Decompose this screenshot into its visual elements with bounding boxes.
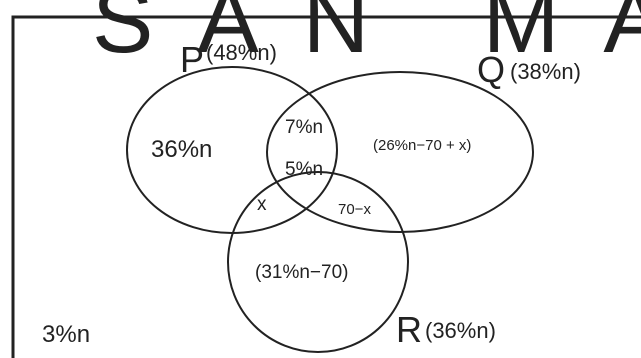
region-outside: 3%n [42, 321, 90, 348]
set-r-label: R (36%n) [396, 309, 496, 350]
region-r-only: (31%n−70) [255, 262, 348, 283]
universal-set-frame [11, 15, 641, 358]
region-pqr: 5%n [285, 159, 323, 180]
set-p-letter: P [180, 39, 204, 80]
set-p-share: (48%n) [206, 40, 277, 65]
region-p-only: 36%n [151, 136, 212, 163]
set-r-letter: R [396, 309, 422, 350]
region-q-only: (26%n−70 + x) [373, 137, 471, 154]
region-qr-only: 70−x [338, 201, 371, 218]
region-pr-only: x [257, 194, 267, 215]
region-pq-only: 7%n [285, 117, 323, 138]
set-q-label: Q (38%n) [477, 49, 581, 90]
set-q-letter: Q [477, 49, 505, 90]
watermark-text: SAN MAR [92, 0, 641, 72]
set-r-share: (36%n) [425, 318, 496, 343]
set-p-label: P (48%n) [180, 39, 277, 80]
set-q-share: (38%n) [510, 59, 581, 84]
set-r-circle [227, 171, 409, 353]
set-q-circle [266, 71, 534, 233]
